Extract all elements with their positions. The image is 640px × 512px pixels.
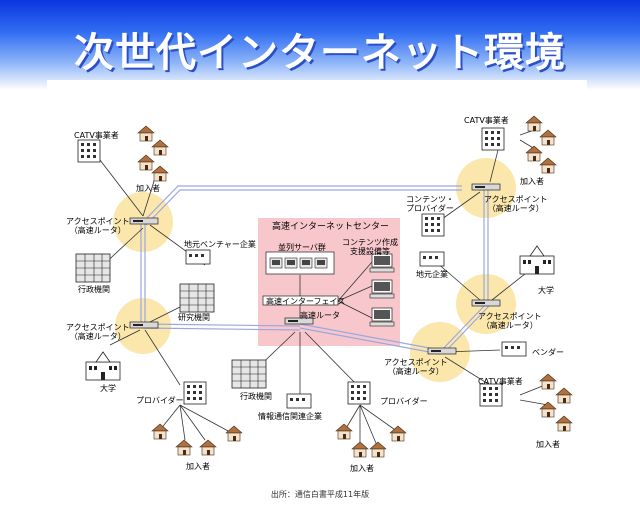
provider-label: プロバイダー: [380, 397, 428, 406]
house-icon: [555, 415, 573, 432]
server-icon: [269, 257, 283, 269]
access-point-label: アクセスポイント （高速ルータ）: [384, 358, 448, 376]
pc-icon: [369, 279, 395, 299]
access-point-router: [129, 321, 159, 329]
house-icon: [175, 439, 193, 456]
house-icon: [225, 425, 243, 442]
provider-label: プロバイダー: [136, 396, 184, 405]
access-point-label: アクセスポイント （高速ルータ）: [66, 217, 130, 235]
office-icon: [185, 249, 211, 265]
house-icon: [525, 115, 543, 132]
university-label: 大学: [538, 286, 554, 295]
server-group-label: 並列サーバ群: [278, 243, 326, 252]
interface-bar: [262, 295, 339, 306]
government-label: 行政機関: [240, 392, 272, 401]
subscriber-label: 加入者: [186, 462, 210, 471]
subscriber-label: 加入者: [136, 184, 160, 193]
subscriber-label: 加入者: [350, 464, 374, 473]
center-router-label: 高速ルータ: [300, 311, 340, 320]
house-icon: [369, 441, 387, 458]
house-icon: [539, 373, 557, 390]
interface-label: 高速インターフェイス: [266, 297, 346, 306]
vendor-label: ベンダー: [532, 348, 564, 357]
house-icon: [555, 387, 573, 404]
local-venture-label: 地元ベンチャー企業: [184, 240, 256, 249]
slide-title: 次世代インターネット環境: [74, 30, 566, 76]
house-icon: [539, 129, 557, 146]
title-banner: [0, 0, 640, 90]
access-point-label: アクセスポイント （高速ルータ）: [66, 323, 130, 341]
server-icon: [284, 257, 298, 269]
house-icon: [137, 125, 155, 142]
server-icon: [314, 257, 328, 269]
subscriber-label: 加入者: [536, 440, 560, 449]
house-icon: [151, 139, 169, 156]
access-point-router: [129, 217, 159, 225]
government-building-icon: [231, 359, 267, 389]
content-provider-building-icon: [421, 213, 445, 237]
research-building-icon: [179, 283, 215, 313]
catv-operator-label: CATV事業者: [74, 131, 119, 140]
catv-operator-label: CATV事業者: [478, 377, 523, 386]
subscriber-label: 加入者: [520, 177, 544, 186]
research-label: 研究機関: [178, 313, 210, 322]
access-point-router: [471, 299, 501, 307]
center-title: 高速インターネットセンター: [272, 222, 390, 232]
access-point-label: アクセスポイント （高速ルータ）: [484, 195, 548, 213]
office-icon: [419, 251, 445, 267]
government-building-icon: [75, 253, 111, 283]
backbone-links: [140, 185, 490, 355]
house-icon: [335, 423, 353, 440]
access-point-label: アクセスポイント （高速ルータ）: [478, 312, 542, 330]
university-icon: [85, 351, 121, 381]
local-company-label: 地元企業: [416, 270, 448, 279]
source-note: 出所：通信白書平成11年版: [270, 490, 370, 499]
pc-icon: [369, 307, 395, 327]
title-underline: [47, 80, 587, 90]
vendor-office-icon: [501, 341, 527, 357]
house-icon: [137, 154, 155, 171]
provider-building-icon: [183, 381, 207, 405]
access-point-router: [427, 347, 457, 355]
university-icon: [519, 245, 555, 275]
house-icon: [351, 441, 369, 458]
catv-building-icon: [481, 127, 505, 151]
pc-icon: [369, 253, 395, 273]
house-icon: [525, 145, 543, 162]
info-company-label: 情報通信関連企業: [258, 412, 322, 421]
server-icon: [299, 257, 313, 269]
office-icon: [286, 393, 312, 409]
house-icon: [151, 165, 169, 182]
content-provider-label: コンテンツ・ プロバイダー: [406, 195, 454, 213]
catv-building-icon: [77, 139, 101, 163]
university-label: 大学: [100, 384, 116, 393]
house-icon: [539, 157, 557, 174]
house-icon: [199, 439, 217, 456]
catv-operator-label: CATV事業者: [464, 116, 509, 125]
provider-building-icon: [347, 381, 371, 405]
access-point-router: [471, 183, 501, 191]
content-support-label: コンテンツ作成 支援設備等: [342, 238, 398, 256]
house-icon: [151, 423, 169, 440]
government-label: 行政機関: [78, 285, 110, 294]
catv-building-icon: [479, 383, 503, 407]
